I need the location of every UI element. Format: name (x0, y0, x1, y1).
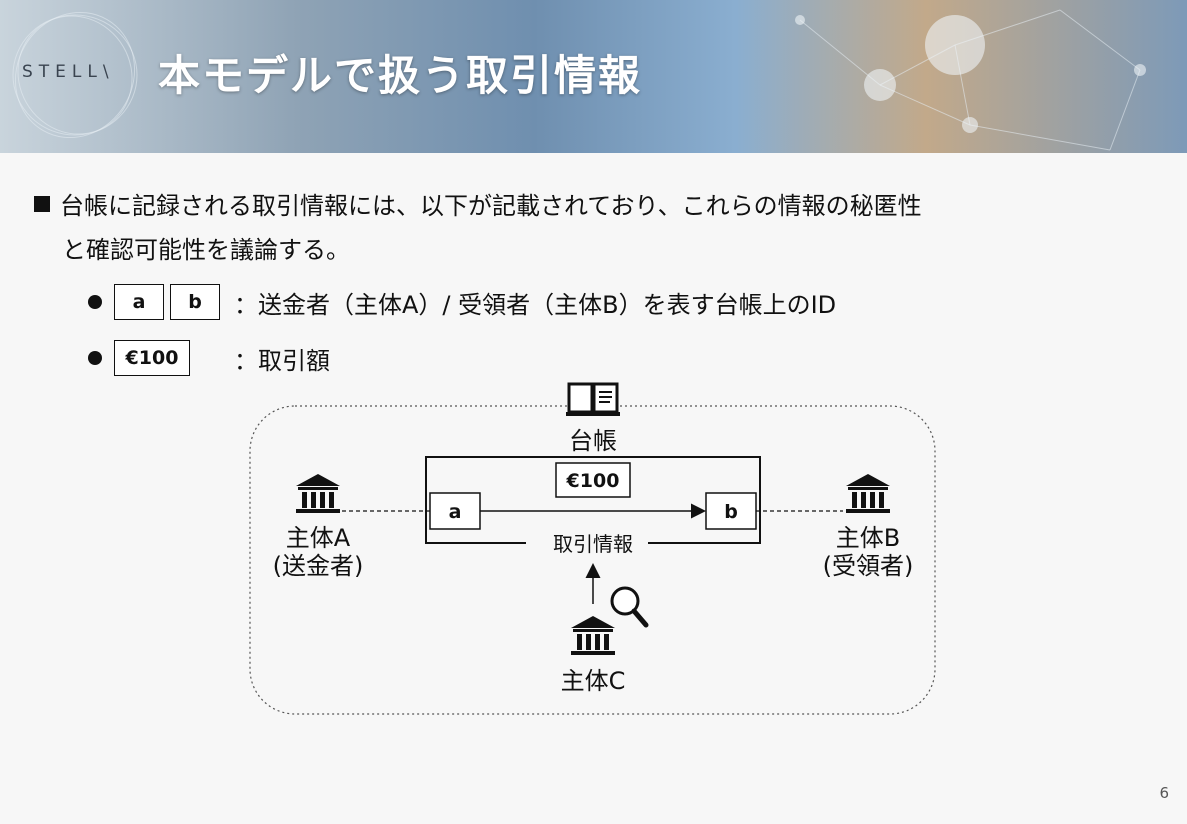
entity-c-name: 主体C (561, 667, 626, 695)
ledger-id-b-box (705, 492, 757, 530)
bullet-dot-icon (88, 295, 102, 309)
bullet-ids-text: ：送金者（主体A）/ 受領者（主体B）を表す台帳上のID (234, 290, 837, 319)
page-title: 本モデルで扱う取引情報 (158, 51, 643, 100)
ledger-label: 台帳 (569, 427, 617, 455)
entity-b-name: 主体B (836, 524, 900, 552)
ledger-id-a-text: a (449, 501, 462, 523)
intro-line-1: 台帳に記録される取引情報には、以下が記載されており、これらの情報の秘匿性 (34, 184, 1174, 228)
logo-text: STELL\ (22, 62, 115, 82)
bank-c-icon (571, 616, 615, 655)
header-banner: STELL\ 本モデルで扱う取引情報 (0, 0, 1187, 153)
entity-a-role: (送金者) (273, 552, 364, 580)
bullet-amount: €100 ：取引額 (88, 340, 330, 376)
entity-b-role: (受領者) (823, 552, 914, 580)
intro-paragraph: 台帳に記録される取引情報には、以下が記載されており、これらの情報の秘匿性 と確認… (34, 184, 1174, 272)
amount-box: €100 (114, 340, 190, 376)
page-number: 6 (1159, 784, 1169, 802)
bullet-ids: a b ：送金者（主体A）/ 受領者（主体B）を表す台帳上のID (88, 284, 836, 320)
magnifier-icon (610, 586, 649, 628)
bank-a-icon (296, 474, 340, 513)
id-box-b: b (170, 284, 220, 320)
id-box-a: a (114, 284, 164, 320)
bullet-dot-icon (88, 351, 102, 365)
square-bullet-icon (34, 196, 50, 212)
entity-a-name: 主体A (286, 524, 351, 552)
bullet-amount-text: ：取引額 (234, 346, 330, 375)
ledger-id-a-box (429, 492, 481, 530)
bank-b-icon (846, 474, 890, 513)
intro-line-2: と確認可能性を議論する。 (62, 236, 350, 264)
ledger-amount-box (555, 462, 631, 498)
ledger-amount-text: €100 (566, 470, 620, 492)
system-boundary (249, 405, 936, 715)
book-icon (566, 382, 620, 416)
transaction-info-label: 取引情報 (553, 532, 633, 556)
network-decoration (12, 9, 1146, 151)
ledger-id-b-text: b (724, 501, 738, 523)
